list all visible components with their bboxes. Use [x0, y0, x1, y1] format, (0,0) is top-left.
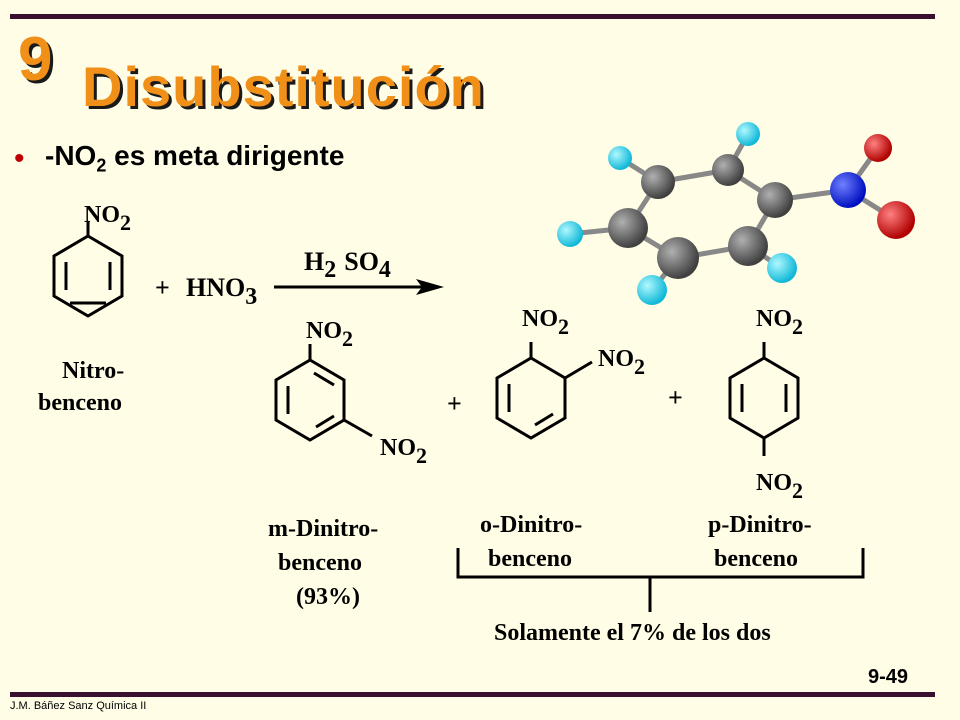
plus-sign-3: + — [668, 383, 683, 412]
ortho-label-2: benceno — [488, 546, 572, 572]
minor-products-note: Solamente el 7% de los dos — [494, 620, 771, 646]
bottom-rule — [10, 692, 935, 697]
slide-number: 9-49 — [868, 666, 909, 688]
meta-label-2: benceno — [278, 550, 362, 576]
reagent-hno3: HNO3 — [186, 273, 257, 310]
nitrobenzene-structure — [52, 222, 124, 318]
ortho-no2-side: NO2 — [598, 346, 645, 379]
reactant-no2-label: NO2 — [84, 202, 131, 235]
meta-no2-top: NO2 — [306, 318, 353, 351]
meta-no2-bottom: NO2 — [380, 435, 427, 468]
reaction-arrow-head-icon — [416, 279, 444, 295]
bullet-dot-icon: • — [14, 142, 25, 175]
para-no2-top: NO2 — [756, 306, 803, 339]
meta-label-1: m-Dinitro- — [268, 516, 378, 542]
plus-sign-1: + — [155, 273, 170, 302]
top-rule — [10, 14, 935, 19]
para-dinitrobenzene-structure — [728, 342, 800, 456]
reactant-label-1: Nitro- — [62, 358, 124, 384]
para-label-1: p-Dinitro- — [708, 512, 812, 538]
para-label-2: benceno — [714, 546, 798, 572]
ortho-label-1: o-Dinitro- — [480, 512, 582, 538]
products-bracket — [456, 548, 865, 612]
footer-credit: J.M. Báñez Sanz Química II — [10, 700, 147, 712]
meta-dinitrobenzene-structure — [274, 344, 373, 442]
plus-sign-2: + — [447, 389, 462, 418]
nitrobenzene-3d-model-icon — [557, 122, 915, 305]
ortho-no2-top: NO2 — [522, 306, 569, 339]
chapter-number: 9 — [18, 25, 53, 94]
slide-title: Disubstitución — [82, 55, 485, 118]
ortho-dinitrobenzene-structure — [495, 342, 593, 440]
reactant-label-2: benceno — [38, 390, 122, 416]
bullet-text: -NO2 es meta dirigente — [45, 140, 345, 176]
para-no2-bottom: NO2 — [756, 470, 803, 503]
meta-yield: (93%) — [296, 584, 360, 610]
